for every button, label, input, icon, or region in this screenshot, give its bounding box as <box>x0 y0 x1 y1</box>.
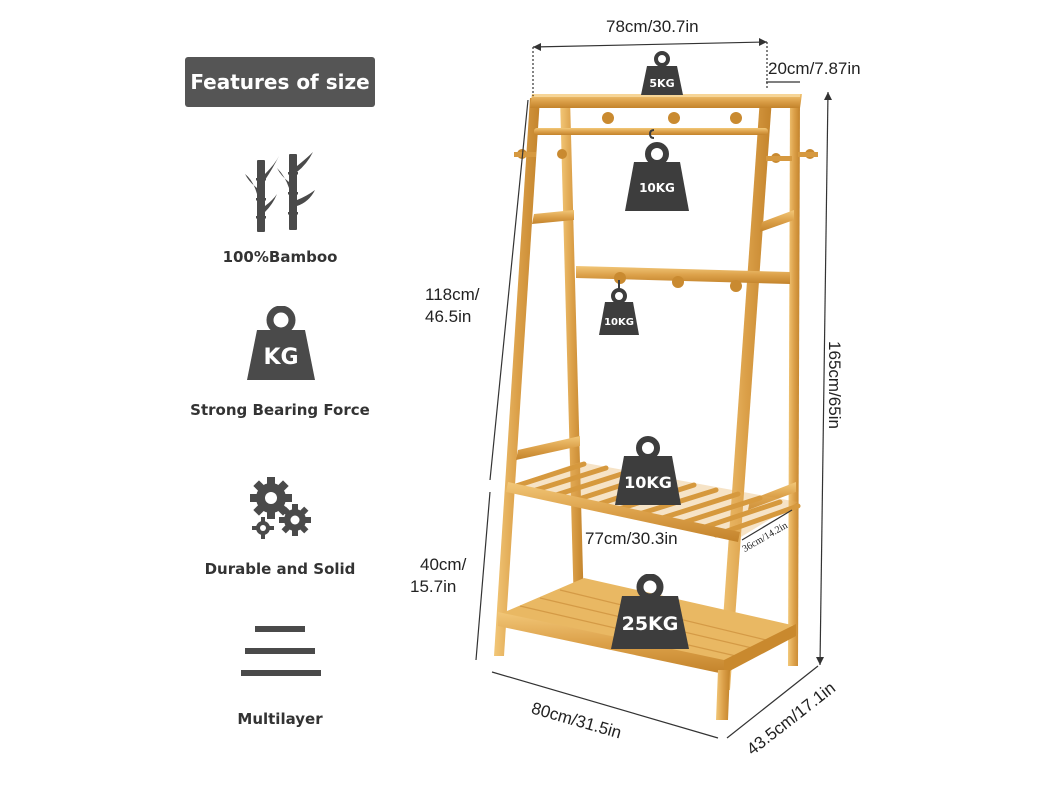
weight-marker-bottom-shelf: 25KG <box>611 574 689 649</box>
dim-total-height: 165cm/65in <box>824 341 844 429</box>
back-leg-right <box>788 98 800 666</box>
front-leg-left <box>494 98 540 656</box>
weight-label-hanging-rod: 10KG <box>639 181 675 195</box>
feature-label-multilayer: Multilayer <box>237 710 323 728</box>
dim-top-width: 78cm/30.7in <box>606 17 699 36</box>
feature-durable: Durable and Solid <box>165 470 395 590</box>
weight-label-slatted-shelf: 10KG <box>624 473 672 492</box>
front-leg-right <box>718 98 772 690</box>
weight-label-top-shelf: 5KG <box>649 77 674 90</box>
weight-label-bottom-shelf: 25KG <box>622 613 679 635</box>
weight-marker-top-shelf: 5KG <box>641 51 683 95</box>
dim-upper-height-1: 118cm/ <box>425 285 480 304</box>
weight-kg-icon: KG <box>247 306 315 380</box>
dim-lower-height-2: 15.7in <box>410 577 457 596</box>
top-shelf <box>530 94 802 108</box>
features-title: Features of size <box>190 70 370 94</box>
feature-label-strong-bearing: Strong Bearing Force <box>190 401 370 419</box>
dim-upper-height-2: 46.5in <box>425 307 472 326</box>
feature-multilayer: Multilayer <box>165 622 395 732</box>
gears-icon <box>250 477 311 539</box>
features-title-badge: Features of size <box>185 57 375 107</box>
feature-bamboo: 100%Bamboo <box>165 150 395 270</box>
dim-top-depth: 20cm/7.87in <box>768 59 861 78</box>
feature-label-bamboo: 100%Bamboo <box>222 248 338 266</box>
dim-shelf-width: 77cm/30.3in <box>585 529 678 548</box>
weight-label-middle-hooks: 10KG <box>604 317 634 328</box>
feature-strong-bearing: KG Strong Bearing Force <box>165 306 395 426</box>
weight-marker-middle-hooks: 10KG <box>599 280 639 335</box>
bamboo-icon <box>245 152 315 232</box>
weight-marker-hanging-rod: 10KG <box>625 129 689 211</box>
middle-hook-bar <box>576 266 790 284</box>
dim-lower-height-1: 40cm/ <box>420 555 467 574</box>
weight-kg-icon-text: KG <box>263 345 298 370</box>
feature-label-durable: Durable and Solid <box>204 560 356 578</box>
weight-marker-slatted-shelf: 10KG <box>615 436 681 505</box>
back-leg-left <box>560 98 584 610</box>
layers-icon <box>241 626 321 676</box>
